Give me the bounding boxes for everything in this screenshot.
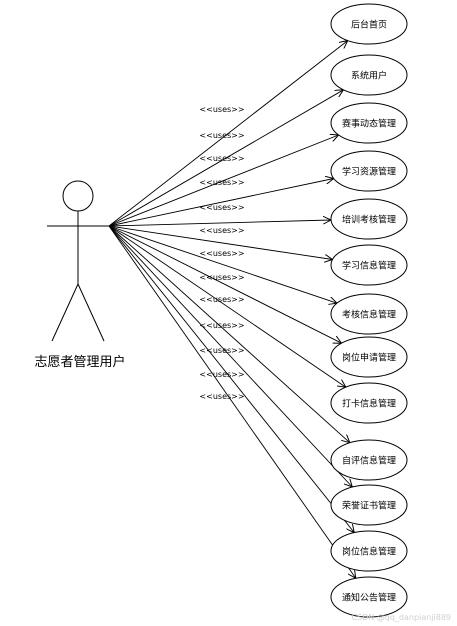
uses-label: <<uses>> xyxy=(199,105,244,114)
use-case-ellipse xyxy=(330,3,408,45)
association-line xyxy=(108,135,339,227)
association-line xyxy=(108,179,334,227)
use-case-ellipse xyxy=(330,530,408,572)
use-case-ellipse xyxy=(330,484,408,526)
use-case-label: 赛事动态管理 xyxy=(342,118,396,130)
use-case-ellipse xyxy=(330,54,408,96)
use-case-label: 考核信息管理 xyxy=(342,309,396,321)
use-case-ellipse xyxy=(330,576,408,618)
use-case-label: 系统用户 xyxy=(351,70,387,82)
uses-label: <<uses>> xyxy=(199,154,244,163)
use-case-label: 自评信息管理 xyxy=(342,455,396,467)
use-case-ellipse xyxy=(330,102,408,144)
use-case: 赛事动态管理 xyxy=(330,102,408,144)
use-case: 学习信息管理 xyxy=(330,244,408,286)
association-line xyxy=(108,90,344,227)
use-case: 系统用户 xyxy=(330,54,408,96)
association-line xyxy=(108,225,356,578)
association-line xyxy=(108,225,350,443)
use-case-label: 打卡信息管理 xyxy=(342,398,396,410)
use-case: 岗位信息管理 xyxy=(330,530,408,572)
association-line xyxy=(108,41,348,227)
uses-label: <<uses>> xyxy=(199,178,244,187)
uses-label: <<uses>> xyxy=(199,295,244,304)
use-case-list: 后台首页系统用户赛事动态管理学习资源管理培训考核管理学习信息管理考核信息管理岗位… xyxy=(330,3,408,618)
actor-head xyxy=(62,180,94,212)
use-case: 自评信息管理 xyxy=(330,439,408,481)
use-case: 岗位申请管理 xyxy=(330,336,408,378)
use-case: 学习资源管理 xyxy=(330,150,408,192)
use-case-label: 荣誉证书管理 xyxy=(342,500,396,512)
use-case-label: 后台首页 xyxy=(351,19,387,31)
uses-label: <<uses>> xyxy=(199,226,244,235)
watermark: CSDN @qq_danpianji889 xyxy=(351,613,451,622)
use-case: 后台首页 xyxy=(330,3,408,45)
use-case-label: 学习信息管理 xyxy=(342,260,396,272)
uses-label: <<uses>> xyxy=(199,273,244,282)
association-line xyxy=(108,225,337,303)
use-case-label: 学习资源管理 xyxy=(342,166,396,178)
use-case-ellipse xyxy=(330,439,408,481)
association-lines xyxy=(108,41,356,579)
uses-labels: <<uses>> <<uses>> <<uses>> <<uses>> <<uses>>… xyxy=(199,105,244,401)
actor: 志愿者管理用户 xyxy=(34,180,126,370)
use-case-ellipse xyxy=(330,198,408,240)
use-case-label: 岗位申请管理 xyxy=(342,352,396,364)
actor-label: 志愿者管理用户 xyxy=(34,354,125,370)
association-line xyxy=(108,225,346,387)
use-case: 打卡信息管理 xyxy=(330,382,408,424)
association-line xyxy=(108,220,331,227)
use-case-ellipse xyxy=(330,336,408,378)
association-line xyxy=(108,225,354,533)
use-case-ellipse xyxy=(330,244,408,286)
use-case: 通知公告管理 xyxy=(330,576,408,618)
use-case-label: 培训考核管理 xyxy=(342,214,396,226)
uses-label: <<uses>> xyxy=(199,370,244,379)
uses-label: <<uses>> xyxy=(199,392,244,401)
use-case: 培训考核管理 xyxy=(330,198,408,240)
use-case-label: 岗位信息管理 xyxy=(342,546,396,558)
association-line xyxy=(108,225,342,343)
uses-label: <<uses>> xyxy=(199,249,244,258)
association-line xyxy=(108,225,352,487)
actor-right-leg xyxy=(77,283,105,342)
actor-left-leg xyxy=(51,283,79,342)
use-case-ellipse xyxy=(330,293,408,335)
use-case: 考核信息管理 xyxy=(330,293,408,335)
association-line xyxy=(108,225,333,260)
use-case-label: 通知公告管理 xyxy=(342,592,396,604)
uses-label: <<uses>> xyxy=(199,203,244,212)
uses-label: <<uses>> xyxy=(199,321,244,330)
use-case: 荣誉证书管理 xyxy=(330,484,408,526)
use-case-ellipse xyxy=(330,150,408,192)
use-case-ellipse xyxy=(330,382,408,424)
uses-label: <<uses>> xyxy=(199,131,244,140)
uses-label: <<uses>> xyxy=(199,346,244,355)
